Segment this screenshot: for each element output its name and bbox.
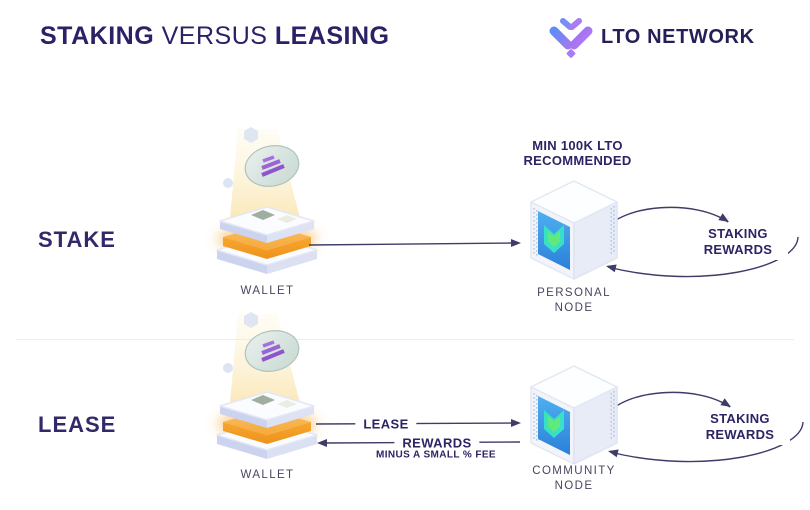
lease-rewards-loop-label: STAKING REWARDS — [690, 409, 790, 445]
logo-wordmark: LTO NETWORK — [601, 26, 755, 48]
lease-rewards-line2: REWARDS — [705, 427, 775, 442]
lease-wallet-label: WALLET — [240, 469, 295, 481]
personal-node-label-line1: PERSONAL — [537, 287, 611, 299]
row-divider — [16, 339, 794, 340]
stake-row-label: STAKE — [38, 227, 116, 252]
community-node-label-line1: COMMUNITY — [532, 465, 616, 477]
stake-rewards-line1: STAKING — [708, 226, 768, 241]
lto-network-logo-icon — [548, 15, 594, 64]
personal-node-illustration — [524, 178, 624, 288]
personal-node-label-line2: NODE — [554, 302, 594, 314]
stake-rewards-loop-label: STAKING REWARDS — [688, 224, 788, 260]
page-title: STAKING VERSUS LEASING — [40, 22, 390, 51]
lease-row-label: LEASE — [38, 412, 117, 437]
min-lto-recommended-note: MIN 100K LTO RECOMMENDED — [495, 138, 660, 168]
min-lto-line2: RECOMMENDED — [523, 153, 632, 168]
lease-arrow-label: LEASE — [355, 415, 417, 433]
community-node-illustration — [524, 363, 624, 473]
min-lto-line1: MIN 100K LTO — [532, 138, 623, 153]
title-word-staking: STAKING — [40, 22, 155, 50]
title-word-versus: VERSUS — [161, 22, 268, 50]
lease-rewards-line1: STAKING — [710, 411, 770, 426]
title-word-leasing: LEASING — [274, 22, 390, 50]
stake-rewards-line2: REWARDS — [703, 242, 773, 257]
community-node-label: COMMUNITY NODE — [509, 464, 639, 494]
community-node-label-line2: NODE — [554, 480, 594, 492]
rewards-fee-note: MINUS A SMALL % FEE — [375, 449, 497, 461]
wallet-illustration-lease — [205, 300, 330, 475]
rewards-arrow-label: REWARDS — [394, 434, 480, 452]
stake-wallet-label: WALLET — [240, 285, 295, 297]
personal-node-label: PERSONAL NODE — [514, 286, 634, 316]
wallet-illustration-stake — [205, 115, 330, 290]
